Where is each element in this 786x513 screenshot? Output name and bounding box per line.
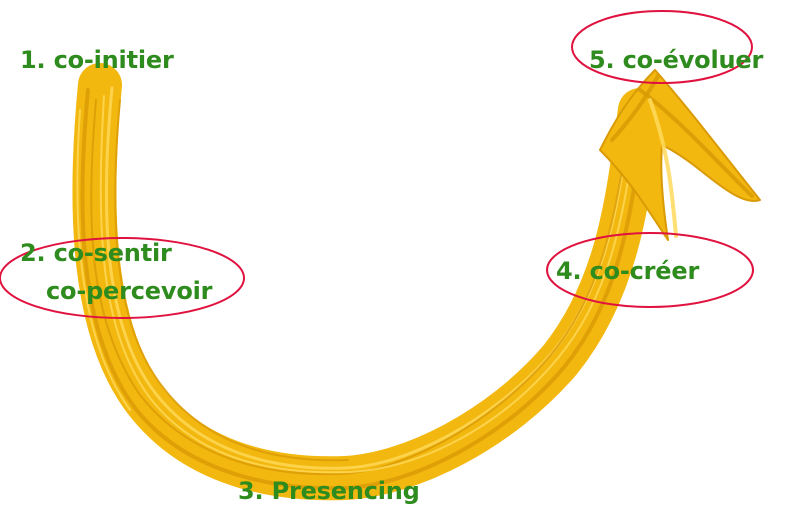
arrow-head-stroke-2 (648, 98, 678, 238)
highlight-ellipse-stage-4 (546, 232, 754, 308)
arrow-body (72, 63, 662, 501)
arrow-texture-stroke-3 (90, 99, 631, 476)
stage-1-label: 1. co-initier (20, 46, 174, 74)
arrow-texture-stroke-1 (80, 88, 648, 491)
arrow-head (599, 69, 761, 241)
stage-4-label: 4. co-créer (556, 257, 700, 285)
arrow-texture-stroke-5 (114, 99, 349, 462)
arrow-head-stroke-1 (638, 88, 754, 198)
stage-2-label-line1: 2. co-sentir (20, 239, 172, 267)
highlight-ellipse-stage-2 (0, 237, 245, 319)
stage-2-label-line2: co-percevoir (46, 277, 213, 305)
highlight-ellipse-stage-5 (571, 10, 753, 84)
arrow-texture-stroke-6 (76, 109, 131, 411)
arrow-texture-stroke-4 (99, 95, 639, 474)
stage-3-label: 3. Presencing (238, 477, 420, 505)
stage-5-label: 5. co-évoluer (589, 46, 764, 74)
